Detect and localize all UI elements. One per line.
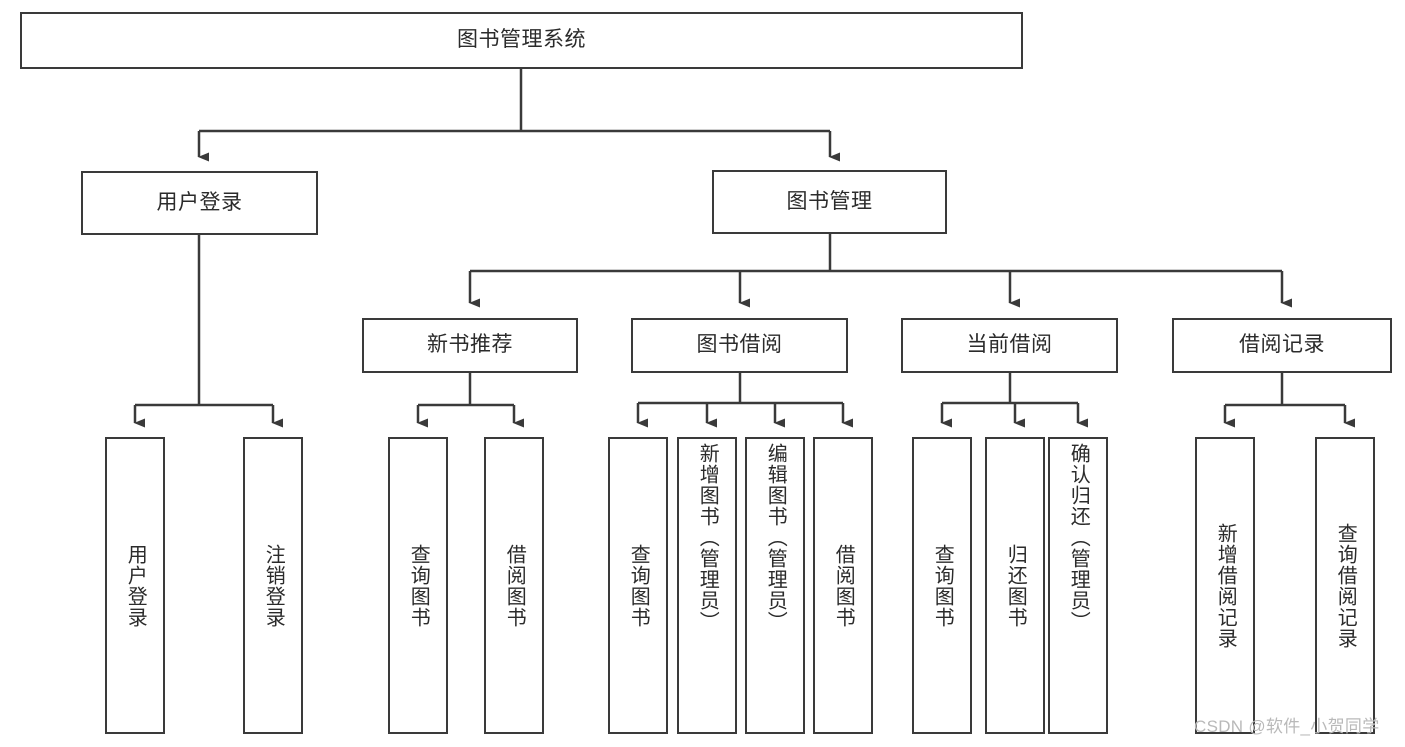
node-leaf-query-book-recommend[interactable]: 查询图书 — [388, 437, 448, 734]
node-label: 图书管理系统 — [457, 28, 586, 52]
node-leaf-add-book-admin[interactable]: 新增图书（管理员） — [677, 437, 737, 734]
node-label: 查询图书 — [627, 543, 650, 628]
node-leaf-query-book[interactable]: 查询图书 — [608, 437, 668, 734]
node-borrow-record[interactable]: 借阅记录 — [1172, 318, 1392, 373]
node-leaf-edit-book-admin[interactable]: 编辑图书（管理员） — [745, 437, 805, 734]
edges-userlogin-to-leaves — [133, 235, 283, 428]
node-label: 归还图书 — [1004, 543, 1027, 628]
node-label: 用户登录 — [124, 543, 147, 628]
node-leaf-add-borrow-record[interactable]: 新增借阅记录 — [1195, 437, 1255, 734]
node-label: 新增图书（管理员） — [696, 443, 719, 632]
edges-current-to-leaves — [940, 373, 1088, 428]
node-label: 注销登录 — [262, 543, 285, 628]
node-book-management[interactable]: 图书管理 — [712, 170, 947, 234]
node-leaf-borrow-book[interactable]: 借阅图书 — [813, 437, 873, 734]
edges-root-to-level2 — [197, 69, 840, 162]
node-label: 新增借阅记录 — [1214, 522, 1237, 649]
node-leaf-query-borrow-record[interactable]: 查询借阅记录 — [1315, 437, 1375, 734]
edges-recommend-to-leaves — [416, 373, 524, 428]
edges-bookmgmt-to-level3 — [468, 234, 1292, 308]
edges-record-to-leaves — [1223, 373, 1355, 428]
node-label: 查询图书 — [407, 543, 430, 628]
node-new-book-recommend[interactable]: 新书推荐 — [362, 318, 578, 373]
node-label: 编辑图书（管理员） — [764, 443, 787, 632]
node-label: 图书管理 — [786, 189, 873, 213]
node-label: 查询借阅记录 — [1334, 522, 1357, 649]
node-leaf-logout[interactable]: 注销登录 — [243, 437, 303, 734]
node-label: 图书借阅 — [696, 333, 783, 357]
node-label: 借阅记录 — [1239, 333, 1325, 357]
node-label: 借阅图书 — [503, 543, 526, 628]
node-label: 用户登录 — [156, 190, 243, 214]
node-book-borrow[interactable]: 图书借阅 — [631, 318, 848, 373]
node-leaf-borrow-book-recommend[interactable]: 借阅图书 — [484, 437, 544, 734]
edges-borrow-to-leaves — [636, 373, 853, 428]
node-leaf-return-book[interactable]: 归还图书 — [985, 437, 1045, 734]
node-leaf-user-login[interactable]: 用户登录 — [105, 437, 165, 734]
node-label: 查询图书 — [931, 543, 954, 628]
node-label: 新书推荐 — [427, 333, 513, 357]
node-leaf-confirm-return-admin[interactable]: 确认归还（管理员） — [1048, 437, 1108, 734]
node-label: 当前借阅 — [966, 333, 1053, 357]
node-label: 确认归还（管理员） — [1067, 443, 1090, 632]
node-leaf-query-book-current[interactable]: 查询图书 — [912, 437, 972, 734]
node-book-management-system[interactable]: 图书管理系统 — [20, 12, 1023, 69]
node-current-borrow[interactable]: 当前借阅 — [901, 318, 1118, 373]
node-label: 借阅图书 — [832, 543, 855, 628]
node-user-login[interactable]: 用户登录 — [81, 171, 318, 235]
